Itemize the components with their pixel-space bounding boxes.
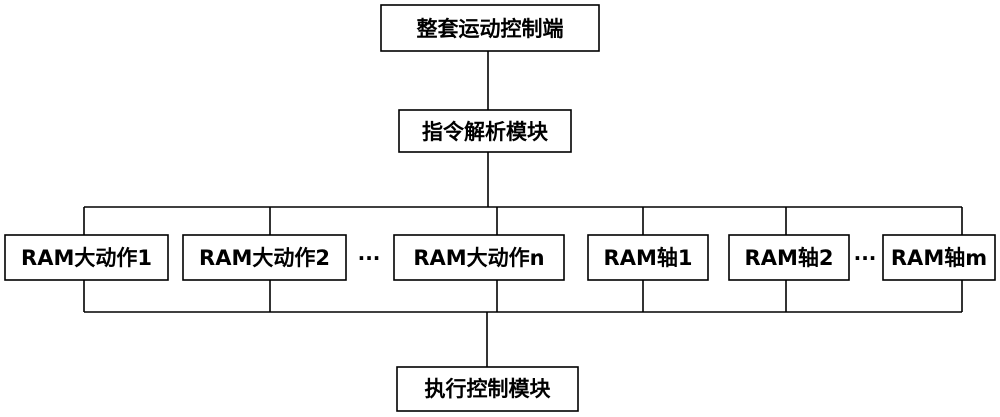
node-motion-control-terminal-label: 整套运动控制端 bbox=[417, 17, 564, 41]
ellipsis-axes: ··· bbox=[854, 246, 877, 270]
ellipsis-actions: ··· bbox=[358, 246, 381, 270]
node-ram-action-n-label: RAM大动作n bbox=[413, 246, 544, 270]
node-execution-control: 执行控制模块 bbox=[396, 366, 579, 412]
node-ram-action-2-label: RAM大动作2 bbox=[199, 246, 330, 270]
node-ram-axis-1: RAM轴1 bbox=[587, 234, 709, 281]
node-motion-control-terminal: 整套运动控制端 bbox=[380, 4, 600, 52]
node-execution-control-label: 执行控制模块 bbox=[425, 377, 552, 401]
node-ram-action-n: RAM大动作n bbox=[393, 234, 565, 281]
node-ram-axis-2-label: RAM轴2 bbox=[745, 246, 834, 270]
node-instruction-parser-label: 指令解析模块 bbox=[422, 120, 549, 144]
node-ram-axis-1-label: RAM轴1 bbox=[604, 246, 693, 270]
node-ram-axis-m: RAM轴m bbox=[882, 234, 996, 281]
node-ram-axis-2: RAM轴2 bbox=[728, 234, 850, 281]
node-instruction-parser: 指令解析模块 bbox=[398, 109, 572, 153]
node-ram-action-2: RAM大动作2 bbox=[182, 234, 347, 281]
node-ram-action-1-label: RAM大动作1 bbox=[21, 246, 152, 270]
node-ram-action-1: RAM大动作1 bbox=[4, 234, 169, 281]
node-ram-axis-m-label: RAM轴m bbox=[891, 246, 987, 270]
